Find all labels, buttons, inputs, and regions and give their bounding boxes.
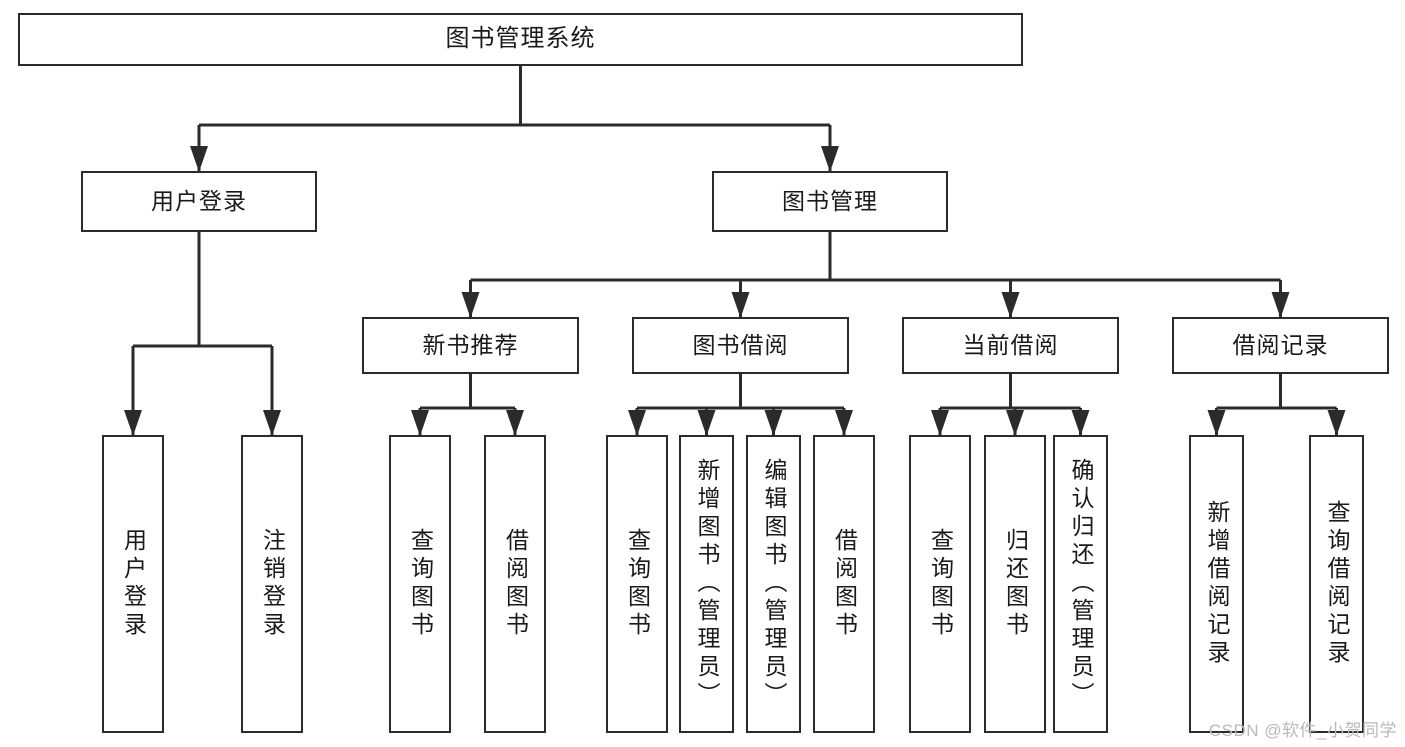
leaf-logout[interactable]: 注销登录: [241, 435, 303, 733]
node-label: 归还图书: [1002, 528, 1029, 640]
leaf-query-book-recommend[interactable]: 查询图书: [389, 435, 451, 733]
leaf-confirm-return-admin[interactable]: 确认归还（管理员）: [1053, 435, 1108, 733]
leaf-edit-book-admin[interactable]: 编辑图书（管理员）: [746, 435, 801, 733]
leaf-query-borrow-record[interactable]: 查询借阅记录: [1309, 435, 1364, 733]
node-label: 确认归还（管理员）: [1068, 458, 1094, 710]
node-label: 借阅图书: [831, 528, 858, 640]
node-label: 用户登录: [151, 187, 247, 214]
leaf-borrow-book[interactable]: 借阅图书: [813, 435, 875, 733]
node-user-login[interactable]: 用户登录: [81, 171, 317, 232]
leaf-add-book-admin[interactable]: 新增图书（管理员）: [679, 435, 734, 733]
node-label: 借阅图书: [502, 528, 529, 640]
node-label: 新增借阅记录: [1204, 500, 1230, 668]
node-label: 查询图书: [407, 528, 434, 640]
node-label: 用户登录: [120, 528, 147, 640]
node-label: 编辑图书（管理员）: [761, 458, 787, 710]
leaf-return-book[interactable]: 归还图书: [984, 435, 1046, 733]
node-current-borrow[interactable]: 当前借阅: [902, 317, 1119, 374]
node-label: 查询借阅记录: [1324, 500, 1350, 668]
node-new-book-recommend[interactable]: 新书推荐: [362, 317, 579, 374]
node-borrow-record[interactable]: 借阅记录: [1172, 317, 1389, 374]
node-label: 查询图书: [927, 528, 954, 640]
node-label: 新书推荐: [422, 331, 519, 358]
node-label: 图书管理系统: [445, 25, 596, 53]
node-label: 借阅记录: [1232, 331, 1329, 358]
leaf-query-book-borrow[interactable]: 查询图书: [606, 435, 668, 733]
node-book-management[interactable]: 图书管理: [712, 171, 948, 232]
leaf-user-login[interactable]: 用户登录: [102, 435, 164, 733]
leaf-add-borrow-record[interactable]: 新增借阅记录: [1189, 435, 1244, 733]
csdn-watermark: CSDN @软件_小贺同学: [1208, 721, 1397, 740]
node-label: 查询图书: [624, 528, 651, 640]
leaf-query-book-current[interactable]: 查询图书: [909, 435, 971, 733]
node-book-borrow[interactable]: 图书借阅: [632, 317, 849, 374]
node-label: 图书借阅: [692, 331, 789, 358]
node-label: 当前借阅: [962, 331, 1059, 358]
node-label: 注销登录: [259, 528, 286, 640]
node-root-system[interactable]: 图书管理系统: [18, 13, 1023, 66]
leaf-borrow-book-recommend[interactable]: 借阅图书: [484, 435, 546, 733]
node-label: 图书管理: [782, 187, 878, 214]
node-label: 新增图书（管理员）: [694, 458, 720, 710]
